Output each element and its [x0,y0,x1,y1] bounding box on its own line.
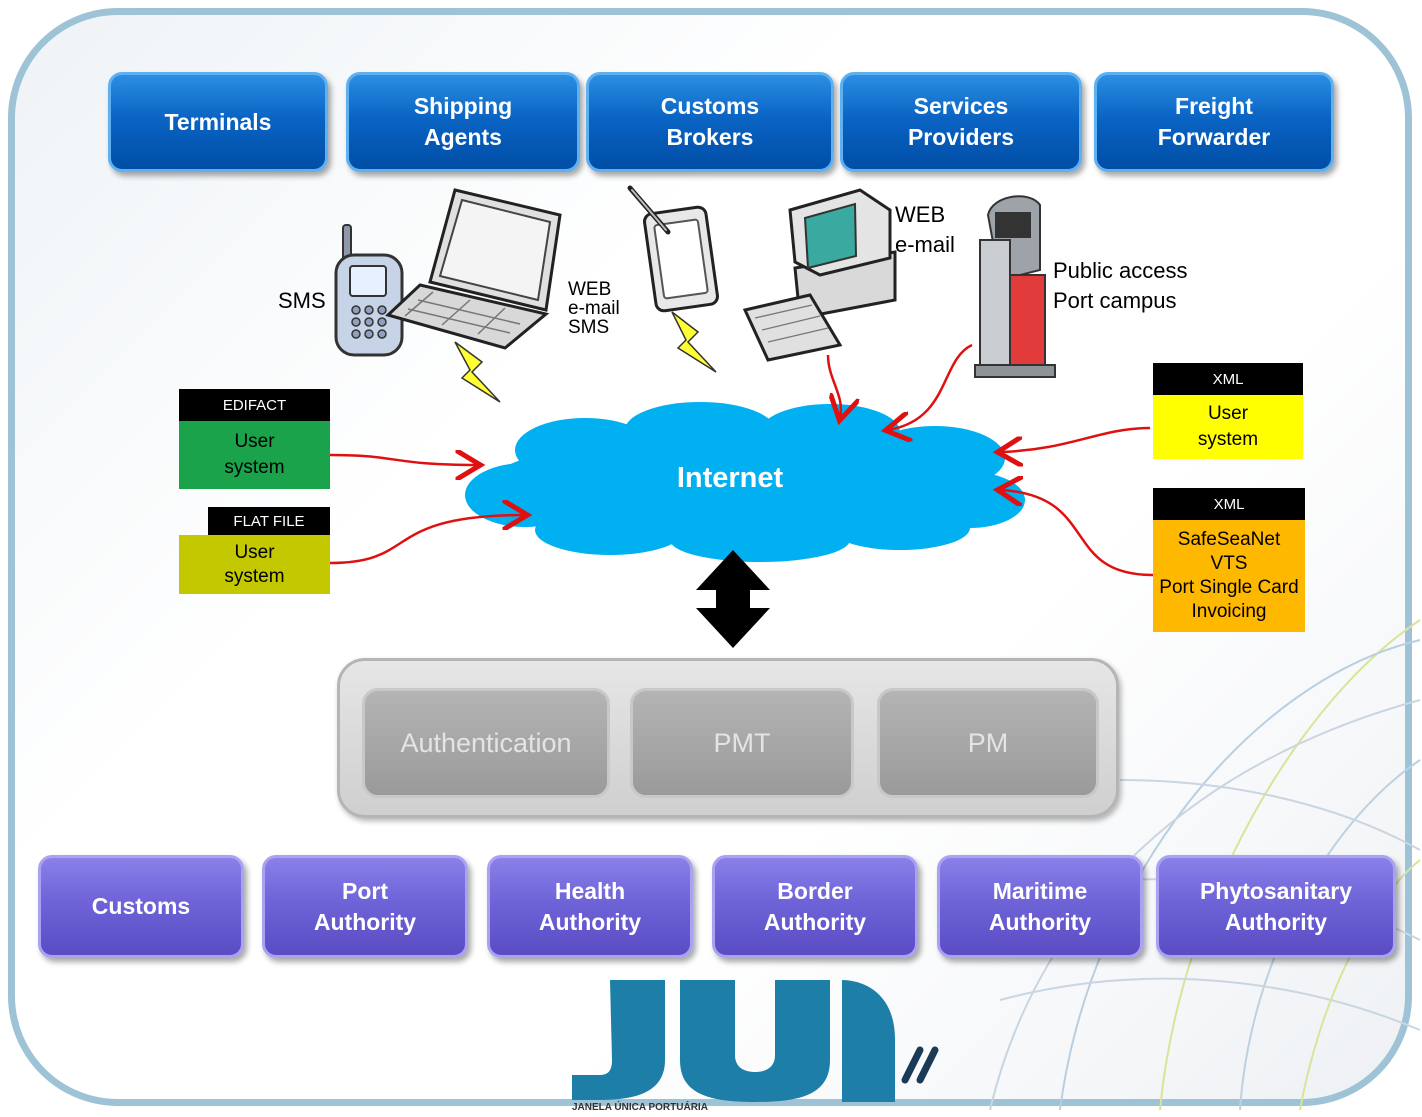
laptop-icon [385,188,562,350]
authority-health: Health Authority [487,855,693,958]
authority-phytosanitary: Phytosanitary Authority [1156,855,1396,958]
authority-border: Border Authority [712,855,918,958]
format-header-flat-file: FLAT FILE [208,507,330,535]
user-system-xml: User system [1153,395,1303,459]
format-header-edifact: EDIFACT [179,389,330,421]
lightning-icon [454,341,501,403]
label-web-email: WEB e-mail [895,202,955,257]
module-pm: PM [877,688,1099,798]
label-web-email-sms: WEB e-mail SMS [568,279,620,338]
actor-services-providers: Services Providers [840,72,1082,172]
external-systems-box: SafeSeaNet VTS Port Single Card Invoicin… [1153,520,1305,632]
format-header-xml: XML [1153,363,1303,395]
actor-customs-brokers: Customs Brokers [586,72,834,172]
user-system-flat-file: User system [179,535,330,594]
module-pmt: PMT [630,688,854,798]
authority-customs: Customs [38,855,244,958]
mobile-phone-icon [334,224,404,357]
actor-shipping-agents: Shipping Agents [346,72,580,172]
kiosk-icon [974,195,1056,378]
label-public-access: Public access Port campus [1053,258,1188,313]
actor-freight-forwarder: Freight Forwarder [1094,72,1334,172]
label-sms: SMS [278,288,326,313]
authority-port: Port Authority [262,855,468,958]
format-header-xml-2: XML [1153,488,1305,520]
module-authentication: Authentication [362,688,610,798]
logo-tagline: JANELA ÚNICA PORTUÁRIA [572,1100,708,1113]
internet-label: Internet [676,462,784,494]
user-system-edifact: User system [179,421,330,489]
lightning-icon [671,311,717,373]
authority-maritime: Maritime Authority [937,855,1143,958]
actor-terminals: Terminals [108,72,328,172]
tablet-icon [627,185,719,313]
desktop-computer-icon [742,188,897,362]
